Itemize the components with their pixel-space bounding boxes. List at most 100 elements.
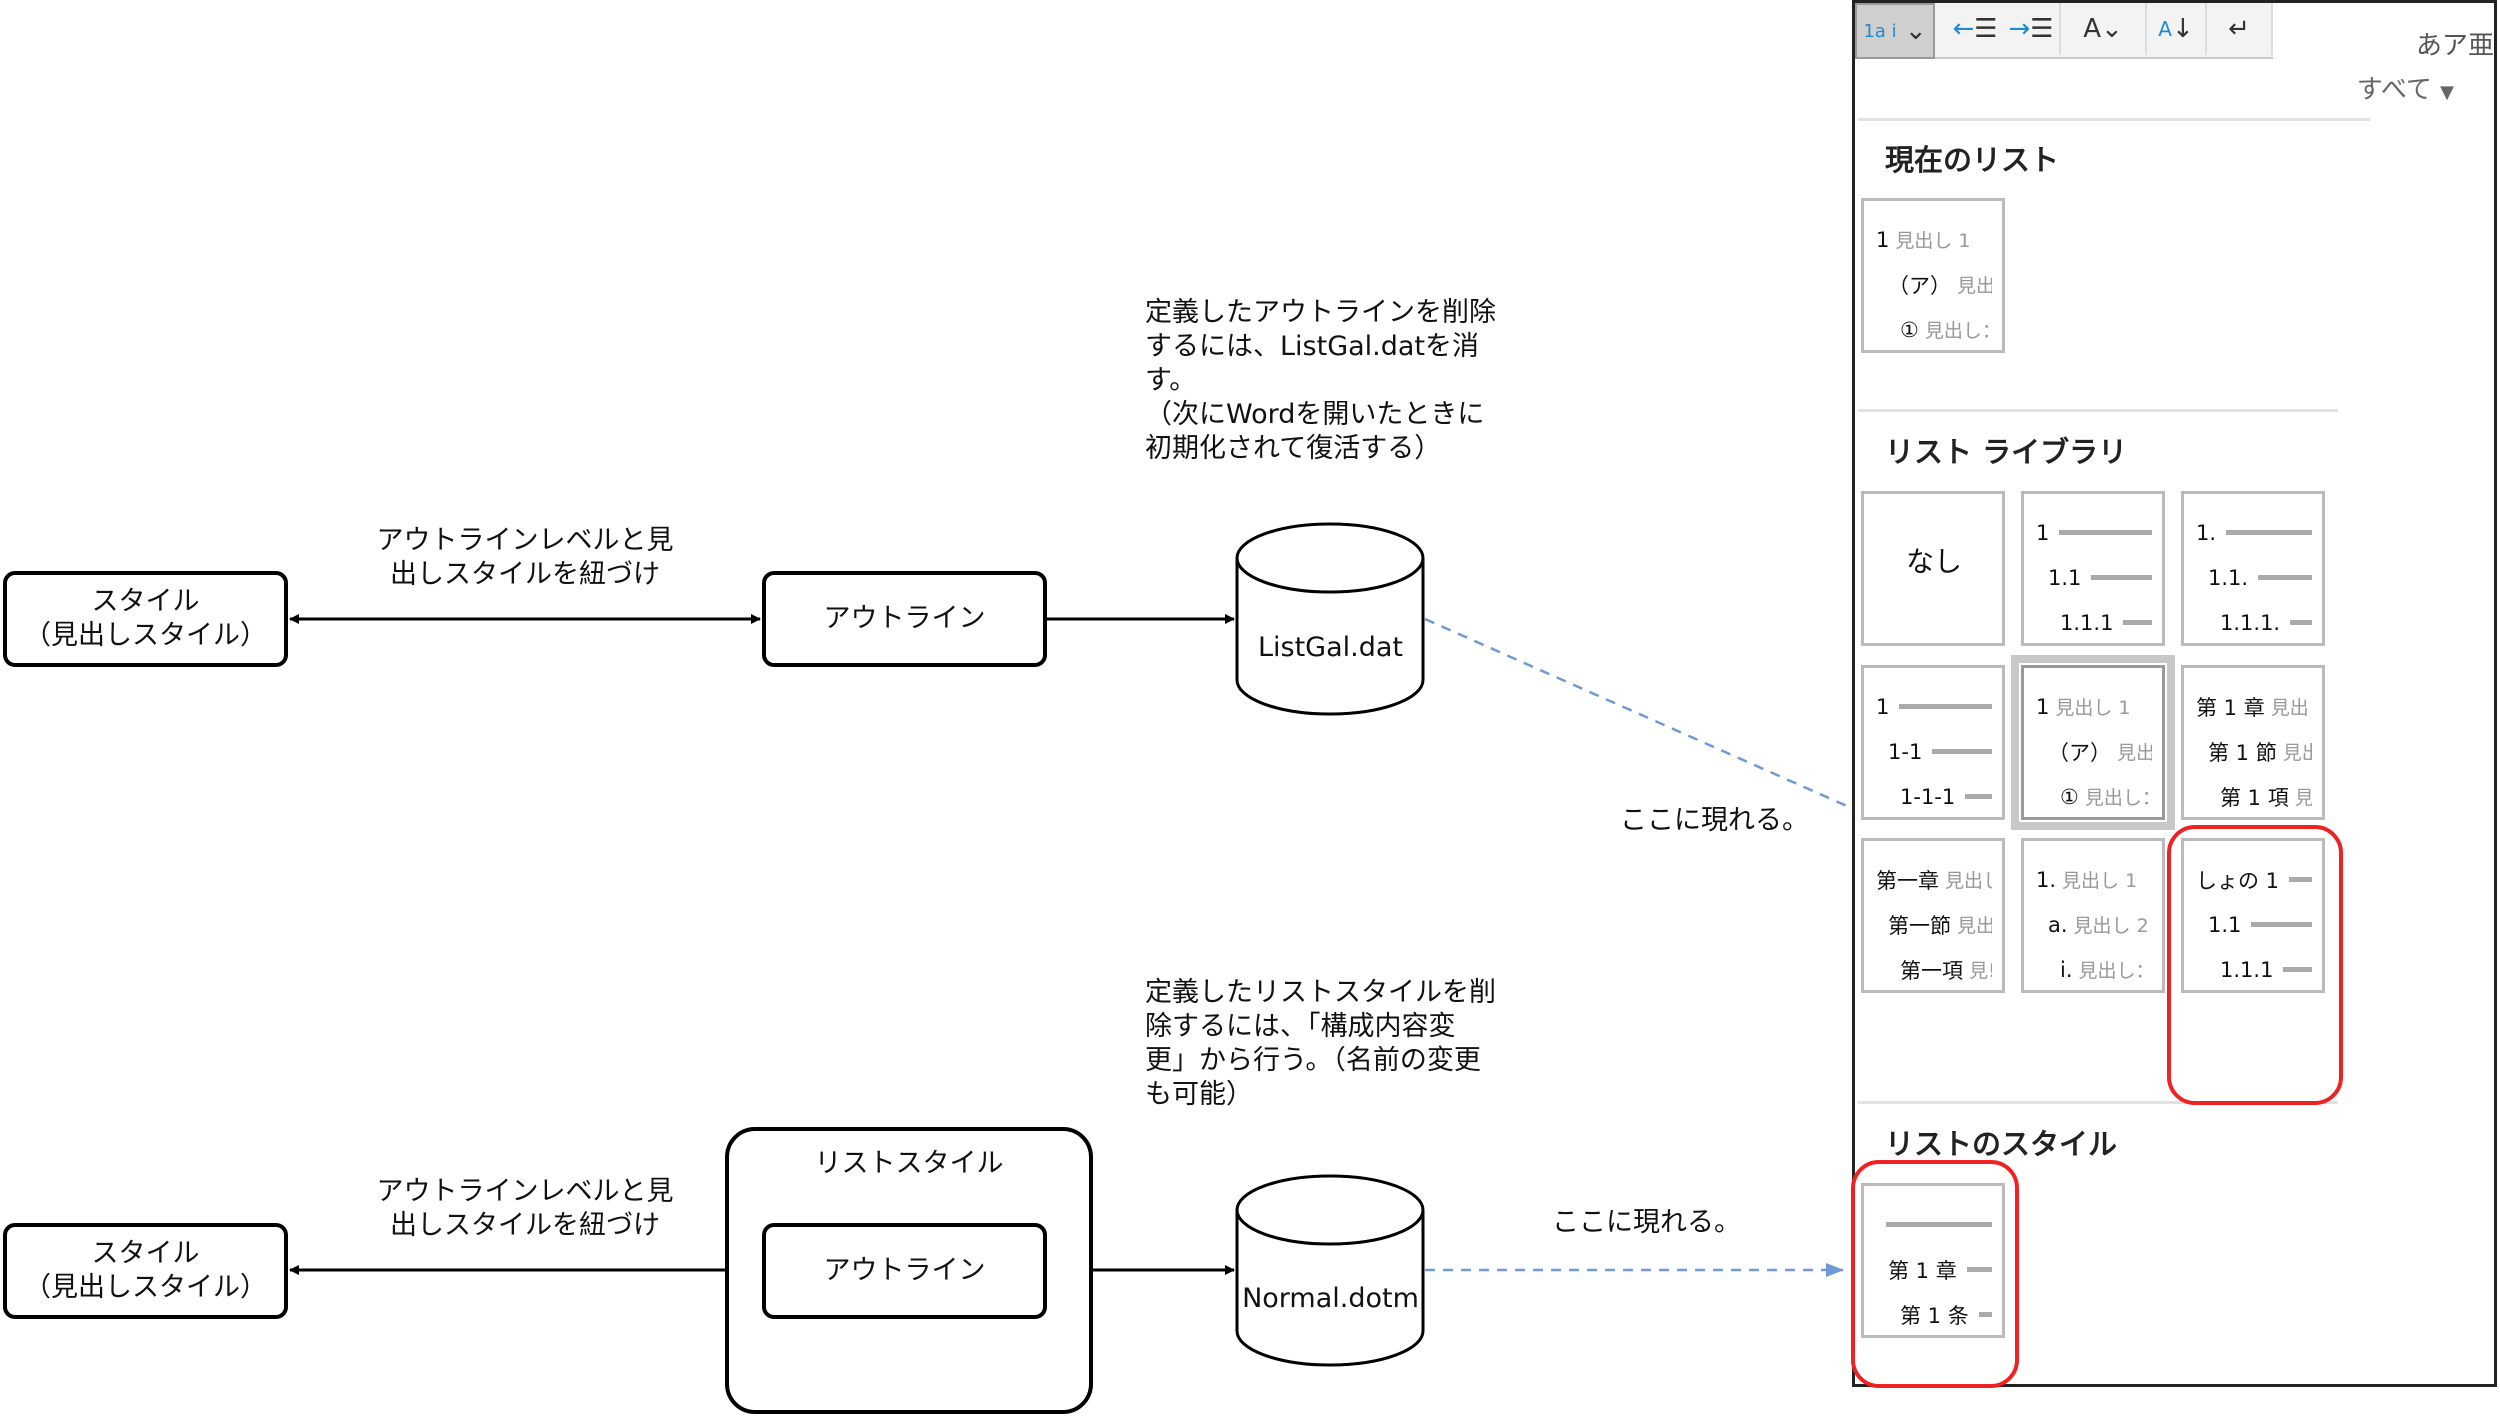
- level-placeholder-bar: [2091, 575, 2152, 580]
- level-placeholder-bar: [1978, 1312, 1992, 1317]
- sort-icon[interactable]: A↓: [2147, 3, 2207, 55]
- list-level-row: i.見出し：: [2036, 947, 2152, 992]
- divider: [1858, 1101, 2338, 1104]
- level-number: （ア）: [1888, 273, 1951, 298]
- level-number: 1: [2036, 694, 2050, 719]
- level-text: 見出し: [1945, 870, 1992, 892]
- character-spacing-icon[interactable]: A⌄: [2061, 3, 2147, 55]
- list-level-row: 1-1-1: [1876, 774, 1992, 819]
- level-number: i.: [2060, 957, 2073, 982]
- note-top: 定義したアウトラインを削除 するには、ListGal.datを消 す。 （次にW…: [1145, 297, 1496, 464]
- list-gallery-item[interactable]: なし: [1861, 491, 2005, 646]
- link-label-bottom: アウトラインレベルと見 出しスタイルを紐づけ: [376, 1176, 674, 1241]
- level-placeholder-bar: [2251, 922, 2312, 927]
- level-number: 1: [1876, 694, 1890, 719]
- level-number: しょの 1: [2196, 868, 2280, 893]
- level-placeholder-bar: [1886, 1222, 1992, 1227]
- list-level-row: 1.1: [2196, 902, 2312, 947]
- filter-dropdown[interactable]: すべて ▼: [2357, 69, 2454, 106]
- level-text: 見!: [1969, 960, 1992, 982]
- level-number: 第 1 章: [2196, 695, 2265, 720]
- list-level-row: 1.1.1: [2036, 600, 2152, 645]
- level-number: 1.1: [2208, 912, 2242, 937]
- level-number: 1.1.1.: [2220, 610, 2281, 635]
- level-number: 1.1.1: [2220, 957, 2274, 982]
- increase-indent-icon[interactable]: →☰: [2003, 3, 2061, 55]
- level-text: 見出し 1: [2062, 870, 2138, 892]
- level-number: 1.1: [2048, 565, 2082, 590]
- list-level-row: 1: [2036, 510, 2152, 555]
- list-level-row: 第 1 章: [1876, 1247, 1992, 1292]
- list-gallery-item[interactable]: 1 1.1 1.1.1: [2021, 491, 2165, 646]
- level-text: 見出し 2: [2073, 915, 2149, 937]
- level-text: 見出し：: [2078, 960, 2152, 982]
- list-level-row: 1-1: [1876, 729, 1992, 774]
- normal-dotm-cylinder: [1235, 1174, 1425, 1367]
- level-text: 見出し: [2117, 742, 2152, 764]
- level-text: 見出し 1: [1895, 230, 1971, 252]
- level-number: （ア）: [2048, 740, 2111, 765]
- divider: [1858, 118, 2370, 121]
- list-gallery-item[interactable]: 1 1-1 1-1-1: [1861, 665, 2005, 820]
- level-number: 1.: [2036, 867, 2057, 892]
- list-level-row: 1.: [2196, 510, 2312, 555]
- multilevel-list-icon[interactable]: 1a i ⌄: [1855, 3, 1935, 59]
- list-level-row: 第 1 項見!: [2196, 774, 2312, 819]
- dropdown-arrow-icon: ▼: [2440, 82, 2454, 103]
- level-number: 1.: [2196, 520, 2217, 545]
- list-gallery-item[interactable]: 第 1 章第 1 条: [1861, 1183, 2005, 1338]
- level-number: 1-1: [1888, 739, 1923, 764]
- level-text: 見出し: [2270, 697, 2312, 719]
- level-placeholder-bar: [1966, 1267, 1992, 1272]
- level-number: 1: [1876, 227, 1890, 252]
- level-number: 1.1.: [2208, 565, 2249, 590]
- line-break-icon[interactable]: ↵: [2207, 3, 2273, 55]
- list-level-row: （ア） 見出し: [2036, 729, 2152, 774]
- list-gallery-item[interactable]: 1.1.1.1.1.1.: [2181, 491, 2325, 646]
- link-label-top: アウトラインレベルと見 出しスタイルを紐づけ: [376, 525, 674, 590]
- level-placeholder-bar: [2258, 575, 2312, 580]
- decrease-indent-icon[interactable]: ←☰: [1952, 14, 1998, 44]
- list-level-row: 1.見出し 1: [2036, 857, 2152, 902]
- level-text: 見出し：: [2084, 787, 2152, 809]
- level-number: 第一項: [1900, 958, 1963, 983]
- list-level-row: 1.1.1: [2196, 947, 2312, 992]
- level-placeholder-bar: [2059, 530, 2152, 535]
- list-gallery-item[interactable]: 第一章見出し第一節見出第一項見!: [1861, 838, 2005, 993]
- list-level-row: しょの 1: [2196, 857, 2312, 902]
- list-level-row: 1.1: [2036, 555, 2152, 600]
- list-level-row: a.見出し 2: [2036, 902, 2152, 947]
- level-placeholder-bar: [2283, 967, 2312, 972]
- list-level-row: 第 1 節見出: [2196, 729, 2312, 774]
- list-level-row: 第一章見出し: [1876, 857, 1992, 902]
- highlight-library-item: [2167, 825, 2343, 1105]
- level-placeholder-bar: [2123, 620, 2152, 625]
- level-placeholder-bar: [1899, 704, 1992, 709]
- level-number: 1-1-1: [1900, 784, 1956, 809]
- outline-box-bottom: アウトライン: [762, 1223, 1047, 1319]
- divider: [1858, 409, 2338, 412]
- level-number: 第一節: [1888, 913, 1951, 938]
- list-level-row: 1.1.: [2196, 555, 2312, 600]
- listgal-cylinder: [1235, 522, 1425, 716]
- list-level-row: （ア）見出し: [1876, 262, 1992, 307]
- list-gallery-item[interactable]: しょの 1 1.1 1.1.1: [2181, 838, 2325, 993]
- level-number: 第 1 節: [2208, 740, 2277, 765]
- level-text: 見!: [2294, 787, 2312, 809]
- listgal-file-label: ListGal.dat: [1257, 632, 1404, 663]
- style-box-bottom: スタイル （見出しスタイル）: [3, 1223, 288, 1319]
- normal-dotm-file-label: Normal.dotm: [1242, 1283, 1419, 1314]
- level-placeholder-bar: [2289, 877, 2312, 882]
- level-text: 見出し 1: [2055, 697, 2131, 719]
- level-placeholder-bar: [1932, 749, 1992, 754]
- list-level-row: 1.1.1.: [2196, 600, 2312, 645]
- level-number: a.: [2048, 912, 2068, 937]
